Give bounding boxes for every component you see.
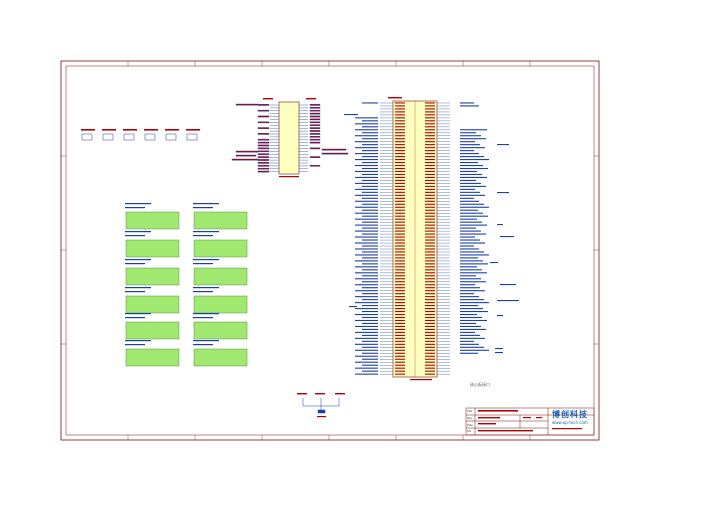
inner-border [65,65,595,436]
bottom-component [302,398,340,414]
company-website: www.up-tech.com [552,420,588,425]
tb-label-title: Title [467,410,473,413]
test-points [81,129,200,141]
title-block [465,407,595,436]
company-logo-text: 博创科技 [552,409,588,419]
title-block-text [478,410,582,432]
connector-large [344,97,519,381]
tb-label-size: Size [467,417,472,420]
bottom-labels [297,393,345,418]
green-blocks [125,203,248,367]
title-block-field-labels: Title Size Date File [467,410,473,433]
zone-ticks [61,61,599,440]
outer-border [60,60,600,441]
connector-small [231,98,349,178]
tb-label-date: Date [467,424,473,427]
sheet-caption: 核心板接口 [470,382,490,387]
tb-label-file: File [467,430,472,433]
